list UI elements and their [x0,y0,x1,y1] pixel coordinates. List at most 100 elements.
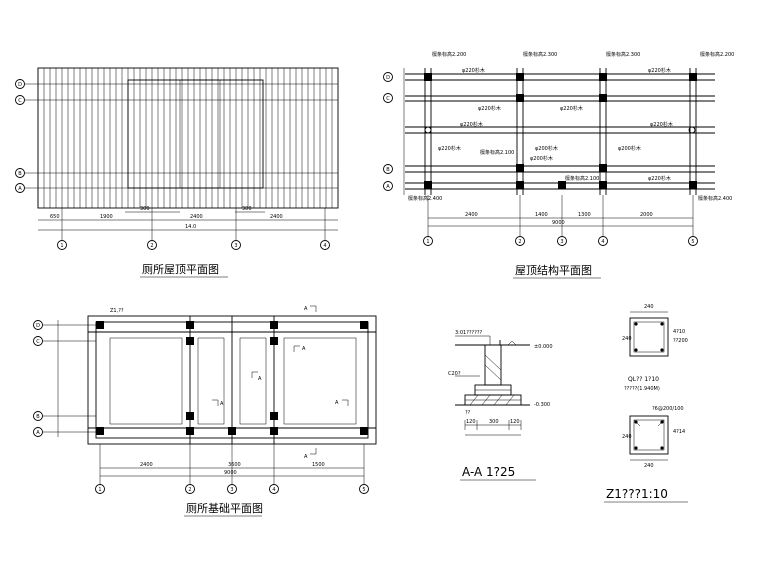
svg-text:φ220杉木: φ220杉木 [648,175,671,182]
svg-text:650: 650 [50,214,60,220]
svg-text:3:01??????: 3:01?????? [455,330,482,336]
foundation-col-axis-4: 4 [269,484,279,494]
svg-text:2400: 2400 [190,214,203,220]
svg-text:C: C [18,98,22,104]
svg-text:?????(1.940M): ?????(1.940M) [624,386,660,392]
column-tag: Z1,?? [110,308,124,314]
roof-row-axis-A: A [15,183,25,193]
svg-text:4: 4 [272,487,275,493]
svg-text:1300: 1300 [578,212,591,218]
svg-text:檩条标高2.100: 檩条标高2.100 [480,149,514,156]
svg-text:檩条标高2.200: 檩条标高2.200 [700,51,734,58]
roof-col-axis-2: 2 [147,240,157,250]
svg-text:3600: 3600 [228,462,241,468]
foundation-row-axis-D: D [33,320,43,330]
svg-text:4?14: 4?14 [673,429,685,435]
structure-col-axis-4: 4 [598,236,608,246]
structure-col-axis-2: 2 [515,236,525,246]
svg-text:檩条标高2.400: 檩条标高2.400 [408,195,442,202]
svg-text:φ220杉木: φ220杉木 [650,121,673,128]
svg-text:2400: 2400 [270,214,283,220]
svg-text:φ220杉木: φ220杉木 [648,67,671,74]
structure-row-axis-C: C [383,93,393,103]
svg-text:檩条标高2.100: 檩条标高2.100 [565,175,599,182]
svg-text:±0.000: ±0.000 [534,344,553,350]
svg-text:φ200杉木: φ200杉木 [530,155,553,162]
roof-col-axis-1: 1 [57,240,67,250]
foundation-col-axis-1: 1 [95,484,105,494]
column-detail-drawing: 240 240 4?10 ??200 QL?? 1?10 ?????(1.940… [604,304,688,503]
svg-text:1: 1 [60,243,63,249]
roof-plan-title: 厕所屋顶平面图 [142,263,219,276]
roof-col-axis-3: 3 [231,240,241,250]
foundation-row-axis-A: A [33,427,43,437]
svg-text:3: 3 [230,487,233,493]
svg-text:9000: 9000 [224,470,237,476]
svg-text:1900: 1900 [100,214,113,220]
svg-text:2: 2 [518,239,521,245]
svg-text:3: 3 [560,239,563,245]
svg-text:2400: 2400 [140,462,153,468]
svg-text:C: C [36,339,40,345]
svg-text:檩条标高2.400: 檩条标高2.400 [698,195,732,202]
roof-rafter-lines [43,68,333,208]
svg-text:φ220杉木: φ220杉木 [460,121,483,128]
foundation-row-axis-C: C [33,336,43,346]
foundation-plan-drawing: Z1,?? A A A A A A D C B A [33,305,377,517]
svg-text:A: A [36,430,40,436]
structure-col-axis-5: 5 [688,236,698,246]
svg-text:φ220杉木: φ220杉木 [462,67,485,74]
structure-col-axis-3: 3 [557,236,567,246]
structure-row-axis-A: A [383,181,393,191]
svg-text:A: A [220,401,224,407]
svg-text:14.0: 14.0 [185,224,196,230]
svg-text:D: D [36,323,40,329]
svg-text:φ220杉木: φ220杉木 [478,105,501,112]
svg-text:檩条标高2.200: 檩条标高2.200 [432,51,466,58]
svg-text:120: 120 [466,419,476,425]
section-aa-drawing: 3:01?????? ±0.000 -0.300 C20? ?? 120 [448,330,553,481]
svg-text:240: 240 [644,463,654,469]
svg-text:3: 3 [234,243,237,249]
svg-text:1: 1 [426,239,429,245]
svg-text:2400: 2400 [465,212,478,218]
roof-row-axis-B: B [15,168,25,178]
svg-text:4: 4 [601,239,604,245]
foundation-col-axis-2: 2 [185,484,195,494]
foundation-plan-title: 厕所基础平面图 [186,502,263,515]
svg-text:2: 2 [150,243,153,249]
structure-col-axis-1: 1 [423,236,433,246]
structure-row-axis-B: B [383,164,393,174]
roof-col-axis-4: 4 [320,240,330,250]
column-detail-title: Z1???1:10 [606,487,668,501]
svg-text:1400: 1400 [535,212,548,218]
svg-text:B: B [386,167,390,173]
foundation-col-axis-5: 5 [359,484,369,494]
svg-text:檩条标高2.300: 檩条标高2.300 [523,51,557,58]
svg-text:A: A [18,186,22,192]
svg-text:5: 5 [691,239,694,245]
svg-text:D: D [18,82,22,88]
foundation-row-axis-B: B [33,411,43,421]
svg-text:120: 120 [510,419,520,425]
svg-text:A: A [304,306,308,312]
svg-text:300: 300 [242,206,252,212]
svg-text:QL?? 1?10: QL?? 1?10 [628,376,659,383]
svg-text:A: A [386,184,390,190]
svg-text:C20?: C20? [448,371,461,377]
roof-plan-drawing: D C B A 650 1900 2400 2400 300 300 14.0 [15,67,339,278]
svg-text:300: 300 [140,206,150,212]
svg-text:?6@200/100: ?6@200/100 [652,406,684,412]
svg-text:??: ?? [465,410,471,416]
roof-structure-drawing: 檩条标高2.200 檩条标高2.300 檩条标高2.300 檩条标高2.200 … [383,51,734,279]
svg-text:4: 4 [323,243,326,249]
svg-text:B: B [36,414,40,420]
svg-text:240: 240 [622,336,632,342]
svg-text:1500: 1500 [312,462,325,468]
roof-row-axis-C: C [15,95,25,105]
svg-text:A: A [304,454,308,460]
roof-structure-title: 屋顶结构平面图 [515,263,592,277]
svg-text:φ220杉木: φ220杉木 [560,105,583,112]
svg-text:檩条标高2.300: 檩条标高2.300 [606,51,640,58]
